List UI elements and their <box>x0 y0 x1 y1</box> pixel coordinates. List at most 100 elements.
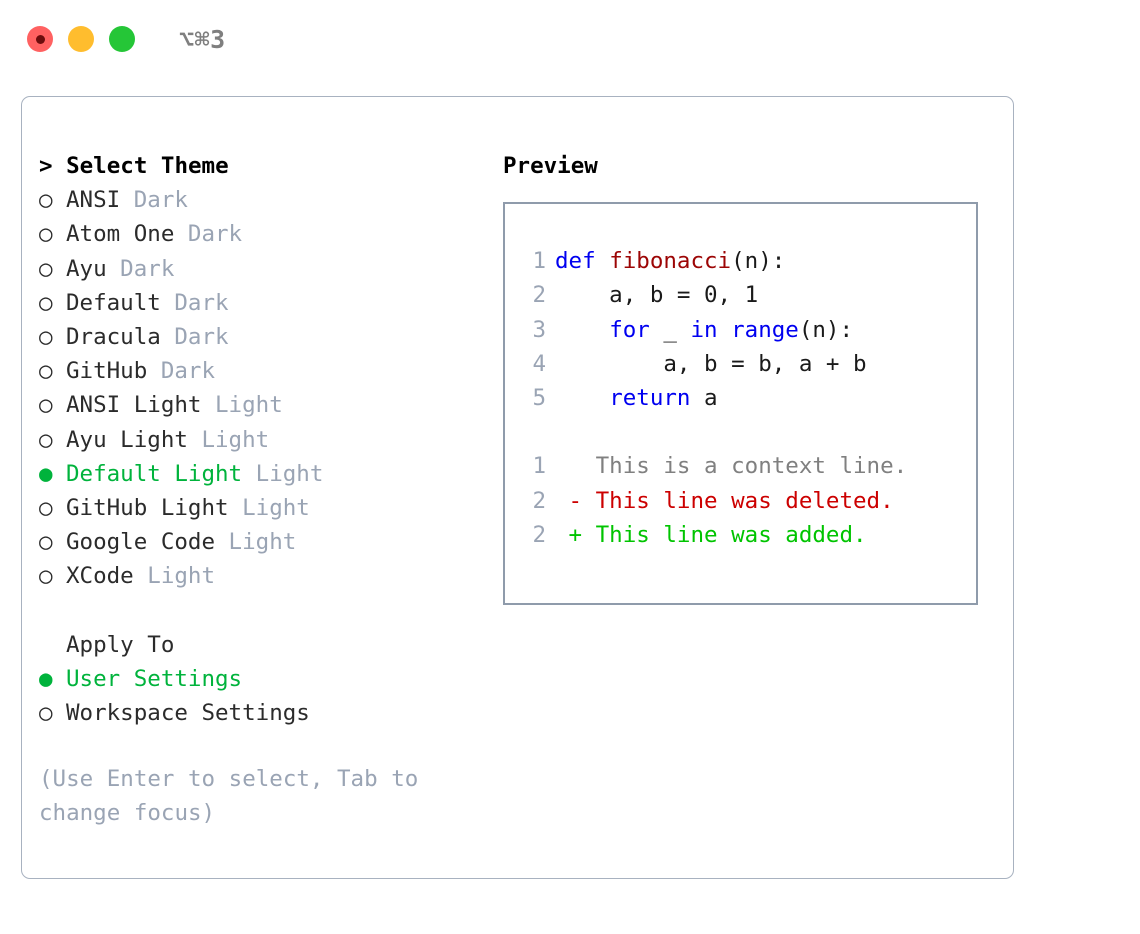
radio-unselected-icon: ○ <box>39 494 53 521</box>
theme-option-label: GitHub Light <box>66 494 229 521</box>
theme-option-label: XCode <box>66 563 134 590</box>
code-token-plain: a, b = 0, 1 <box>555 282 759 309</box>
keyboard-shortcut-label: ⌥⌘3 <box>179 24 226 54</box>
theme-option-label: Ayu Light <box>66 426 188 453</box>
radio-unselected-icon: ○ <box>39 700 53 726</box>
theme-option-label: Ayu <box>66 255 107 282</box>
theme-option-label: Dracula <box>66 323 161 350</box>
theme-variant-tag: Dark <box>147 358 216 385</box>
theme-variant-tag: Dark <box>160 323 229 350</box>
code-token-add: + This line was added. <box>555 521 867 548</box>
code-token-kw: def <box>555 248 610 275</box>
apply-to-heading: Apply To <box>66 631 175 658</box>
theme-option-ansi-light[interactable]: ○ ANSI Light Light <box>39 388 492 422</box>
code-token-del: - This line was deleted. <box>555 487 894 514</box>
theme-selection-column: > Select Theme ○ANSI Dark○Atom One Dark○… <box>22 97 492 878</box>
radio-unselected-icon: ○ <box>39 289 53 316</box>
code-line: 3 for _ in range(n): <box>520 313 976 347</box>
code-token-plain <box>555 317 609 343</box>
code-token-kw: in <box>690 316 718 343</box>
code-token-plain: (n): <box>731 248 786 275</box>
theme-variant-tag: Light <box>133 563 216 590</box>
apply-to-list: ● User Settings ○ Workspace Settings <box>39 662 492 730</box>
theme-variant-tag: Dark <box>160 289 229 316</box>
code-line: 5 return a <box>520 381 976 415</box>
theme-list: ○ANSI Dark○Atom One Dark○Ayu Dark○Defaul… <box>39 183 492 593</box>
theme-variant-tag: Light <box>215 529 297 556</box>
theme-option-label: Default <box>66 289 161 316</box>
theme-variant-tag: Light <box>187 426 270 453</box>
theme-variant-tag: Light <box>242 460 324 487</box>
diff-line: 2 + This line was added. <box>520 518 976 552</box>
apply-to-option-workspace-settings[interactable]: ○ Workspace Settings <box>39 696 492 730</box>
theme-option-default[interactable]: ○ Default Dark <box>39 286 492 320</box>
radio-unselected-icon: ○ <box>39 358 53 385</box>
radio-unselected-icon: ○ <box>39 563 53 590</box>
line-number: 5 <box>532 385 546 412</box>
theme-option-label: Google Code <box>66 529 216 556</box>
code-token-plain <box>718 317 732 343</box>
code-line: 4 a, b = b, a + b <box>520 347 976 381</box>
radio-unselected-icon: ○ <box>39 221 53 248</box>
code-token-ctx: This is a context line. <box>555 453 908 480</box>
theme-variant-tag: Light <box>228 494 310 521</box>
code-token-kw: return <box>609 385 691 412</box>
theme-option-github-light[interactable]: ○ GitHub Light Light <box>39 491 492 525</box>
theme-option-label: GitHub <box>66 358 148 385</box>
code-token-plain <box>555 385 609 411</box>
preview-heading: Preview <box>503 153 598 179</box>
line-number: 2 <box>532 487 546 514</box>
line-number: 2 <box>532 521 546 548</box>
radio-unselected-icon: ○ <box>39 529 53 556</box>
code-token-plain: a <box>690 385 718 412</box>
apply-to-option-label: User Settings <box>66 665 243 692</box>
theme-option-label: Atom One <box>66 221 175 248</box>
theme-option-label: ANSI Light <box>66 392 202 419</box>
code-line: 2 a, b = 0, 1 <box>520 278 976 312</box>
radio-selected-icon: ● <box>39 665 53 692</box>
theme-option-ayu-light[interactable]: ○ Ayu Light Light <box>39 423 492 457</box>
theme-option-xcode[interactable]: ○ XCode Light <box>39 559 492 593</box>
code-token-plain: a, b = b, a + b <box>555 350 867 377</box>
line-number: 1 <box>532 453 546 480</box>
code-token-plain: _ <box>649 316 691 343</box>
theme-variant-tag: Dark <box>174 221 243 248</box>
code-diff-separator <box>520 415 976 449</box>
apply-to-option-label: Workspace Settings <box>66 700 310 726</box>
theme-option-ansi[interactable]: ○ANSI Dark <box>39 183 492 217</box>
radio-unselected-icon: ○ <box>39 426 53 453</box>
diff-line: 2 - This line was deleted. <box>520 484 976 518</box>
diff-line: 1 This is a context line. <box>520 449 976 483</box>
main-panel: > Select Theme ○ANSI Dark○Atom One Dark○… <box>21 96 1014 879</box>
theme-option-default-light[interactable]: ● Default Light Light <box>39 457 492 491</box>
close-button[interactable] <box>27 26 53 52</box>
code-token-kw: for <box>609 316 650 343</box>
apply-to-option-user-settings[interactable]: ● User Settings <box>39 662 492 696</box>
maximize-button[interactable] <box>109 26 135 52</box>
line-number: 1 <box>532 248 546 275</box>
minimize-button[interactable] <box>68 26 94 52</box>
theme-variant-tag: Light <box>201 392 283 419</box>
radio-unselected-icon: ○ <box>39 392 53 419</box>
list-spacer <box>39 593 492 627</box>
theme-option-github[interactable]: ○ GitHub Dark <box>39 354 492 388</box>
line-number: 3 <box>532 316 546 343</box>
theme-option-ayu[interactable]: ○Ayu Dark <box>39 252 492 286</box>
radio-unselected-icon: ○ <box>39 187 53 214</box>
theme-option-google-code[interactable]: ○ Google Code Light <box>39 525 492 559</box>
title-bar: ⌥⌘3 <box>0 0 1140 78</box>
select-theme-heading: > Select Theme <box>39 153 229 179</box>
code-token-plain: (n): <box>798 316 854 343</box>
radio-unselected-icon: ○ <box>39 255 53 282</box>
theme-option-dracula[interactable]: ○Dracula Dark <box>39 320 492 354</box>
theme-option-label: Default Light <box>66 460 243 487</box>
theme-option-atom-one[interactable]: ○ Atom One Dark <box>39 217 492 251</box>
radio-selected-icon: ● <box>39 460 53 487</box>
diff-block: 1 This is a context line.2 - This line w… <box>520 449 976 552</box>
line-number: 4 <box>532 350 546 377</box>
line-number: 2 <box>532 282 546 309</box>
